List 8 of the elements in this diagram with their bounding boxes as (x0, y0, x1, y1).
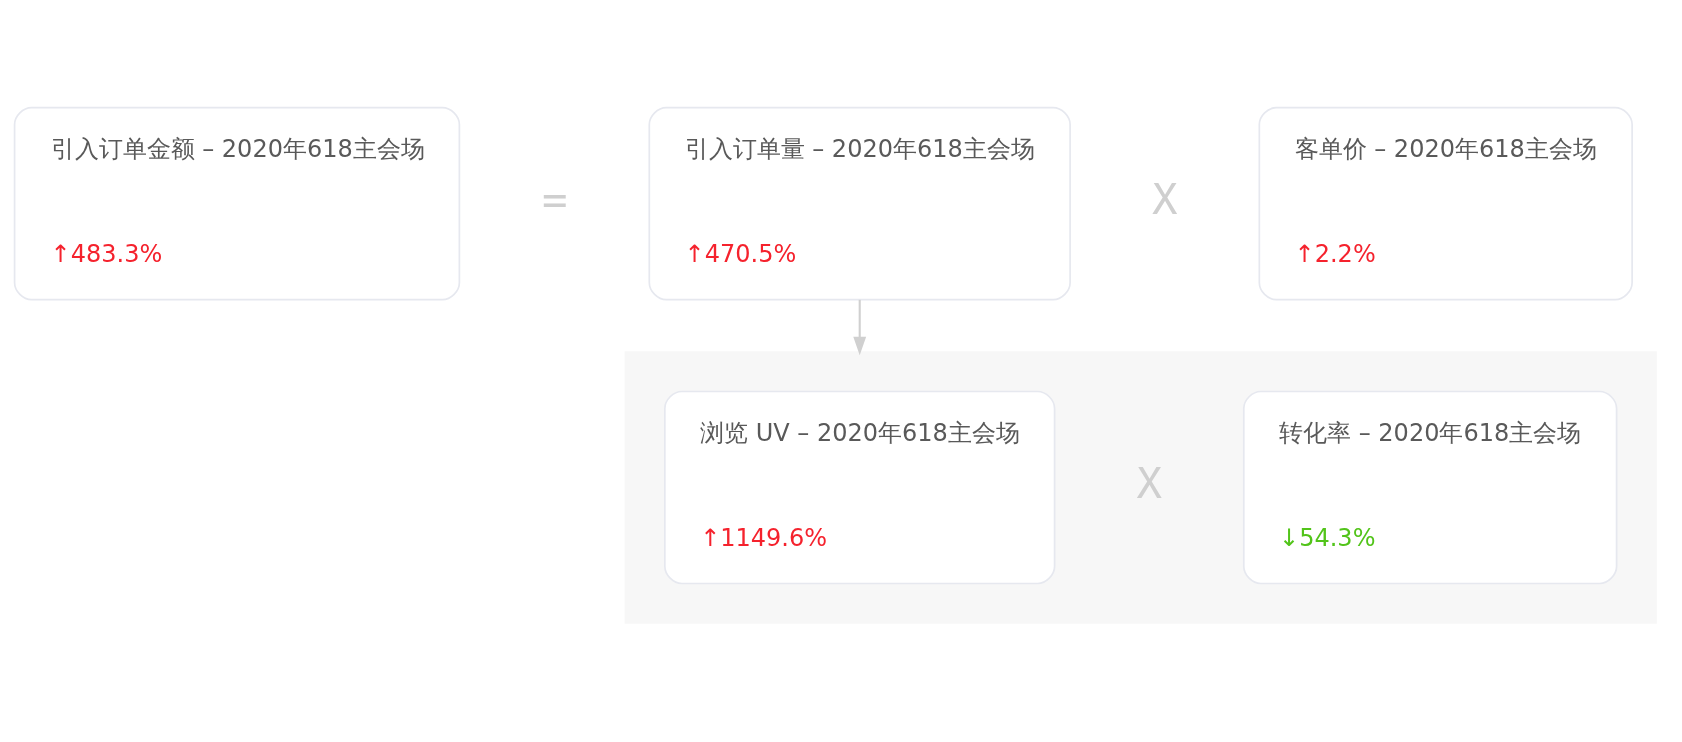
cluster (624, 351, 1657, 624)
node-box: 浏览 UV – 2020年618主会场 ↑1149.6% (664, 390, 1056, 585)
arrow (853, 299, 867, 356)
node-box: 引入订单金额 – 2020年618主会场 ↑483.3% (13, 106, 461, 301)
node-box: 引入订单量 – 2020年618主会场 ↑470.5% (648, 106, 1071, 301)
node-box: 客单价 – 2020年618主会场 ↑2.2% (1258, 106, 1633, 301)
node-box: 转化率 – 2020年618主会场 ↓54.3% (1242, 390, 1618, 585)
label: = (541, 175, 568, 225)
